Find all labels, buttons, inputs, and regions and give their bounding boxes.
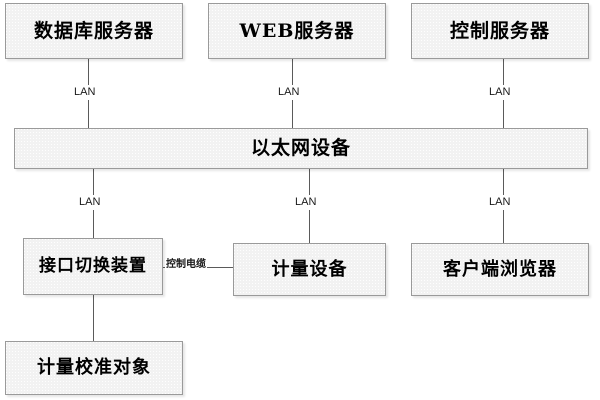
node-calibration-object: 计量校准对象 [5,341,183,395]
node-metering-device: 计量设备 [233,243,386,296]
node-interface-switch: 接口切换装置 [23,238,163,295]
node-label-metering-device: 计量设备 [271,258,348,280]
node-label-ethernet-device: 以太网设备 [250,137,351,160]
connector-interface-switch-to-calibration-object [93,295,94,341]
node-label-interface-switch: 接口切换装置 [39,256,147,277]
node-control-server: 控制服务器 [411,3,589,59]
connector-label-ethernet-to-metering-device: LAN [293,195,319,210]
connector-label-ethernet-to-client-browser: LAN [487,195,513,210]
node-label-control-server: 控制服务器 [449,19,550,42]
node-ethernet-device: 以太网设备 [14,128,588,169]
connector-label-interface-switch-to-metering-device: 控制电缆 [165,259,207,271]
node-label-client-browser: 客户端浏览器 [443,258,557,280]
connector-label-db-to-ethernet: LAN [72,85,98,100]
node-label-calibration-object: 计量校准对象 [37,357,151,379]
node-web-server: WEB服务器 [208,3,386,59]
connector-label-ethernet-to-interface-switch: LAN [77,195,103,210]
connector-label-web-to-ethernet: LAN [276,85,302,100]
node-client-browser: 客户端浏览器 [411,243,589,296]
connector-label-control-to-ethernet: LAN [487,85,513,100]
node-label-db-server: 数据库服务器 [33,19,154,42]
node-label-web-server: WEB服务器 [239,19,355,42]
node-db-server: 数据库服务器 [5,3,183,59]
